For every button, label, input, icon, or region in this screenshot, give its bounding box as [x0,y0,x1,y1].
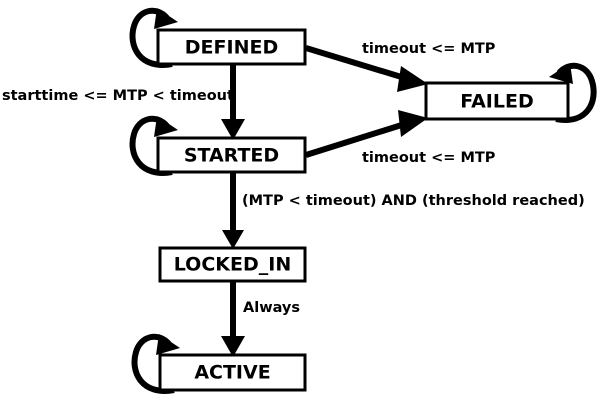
state-node-active[interactable]: ACTIVE [158,353,307,392]
transition-locked-in-to-active [221,281,245,357]
transition-started-self [129,115,178,176]
state-label-started: STARTED [184,145,279,167]
started-self-loop-path [129,115,173,176]
started-to-failed-path [305,120,409,158]
defined-self-loop-arrowhead [154,8,178,29]
active-self-loop-path [131,333,175,394]
edge-label-timeout-mtp-started-failed: timeout <= MTP [362,150,496,166]
state-box-locked-in[interactable] [158,246,307,283]
state-box-active[interactable] [158,353,307,392]
started-to-failed-arrowhead [398,110,428,137]
started-to-locked-in-arrowhead [222,230,244,249]
edge-label-starttime-mtp-timeout: starttime <= MTP < timeout [2,88,234,104]
defined-to-failed-arrowhead [397,66,428,92]
state-node-defined[interactable]: DEFINED [156,28,307,66]
state-node-started[interactable]: STARTED [156,136,307,174]
defined-self-loop-path [129,7,173,68]
edge-label-timeout-mtp-defined-failed: timeout <= MTP [362,41,496,57]
transition-defined-to-failed [305,45,428,92]
state-box-failed[interactable] [424,81,570,121]
edge-label-always: Always [243,300,300,316]
active-self-loop-arrowhead [156,334,180,355]
defined-to-started-arrowhead [221,119,245,140]
transition-defined-to-started [221,64,245,140]
transition-started-to-failed [305,110,428,158]
state-label-locked-in: LOCKED_IN [174,254,291,276]
transition-failed-self [549,62,597,123]
state-label-defined: DEFINED [185,37,278,59]
state-label-active: ACTIVE [194,362,270,384]
locked-in-to-active-arrowhead [221,336,245,357]
state-box-defined[interactable] [156,28,307,66]
transition-started-to-locked-in [222,172,244,249]
edge-label-threshold-reached: (MTP < timeout) AND (threshold reached) [242,193,585,209]
state-node-failed[interactable]: FAILED [424,81,570,121]
transition-active-self [131,333,180,394]
state-box-started[interactable] [156,136,307,174]
state-node-locked-in[interactable]: LOCKED_IN [158,246,307,283]
failed-self-loop-arrowhead [549,63,573,84]
transition-defined-self [129,7,178,68]
state-label-failed: FAILED [460,91,533,113]
defined-to-failed-path [305,45,409,82]
started-self-loop-arrowhead [154,116,178,137]
